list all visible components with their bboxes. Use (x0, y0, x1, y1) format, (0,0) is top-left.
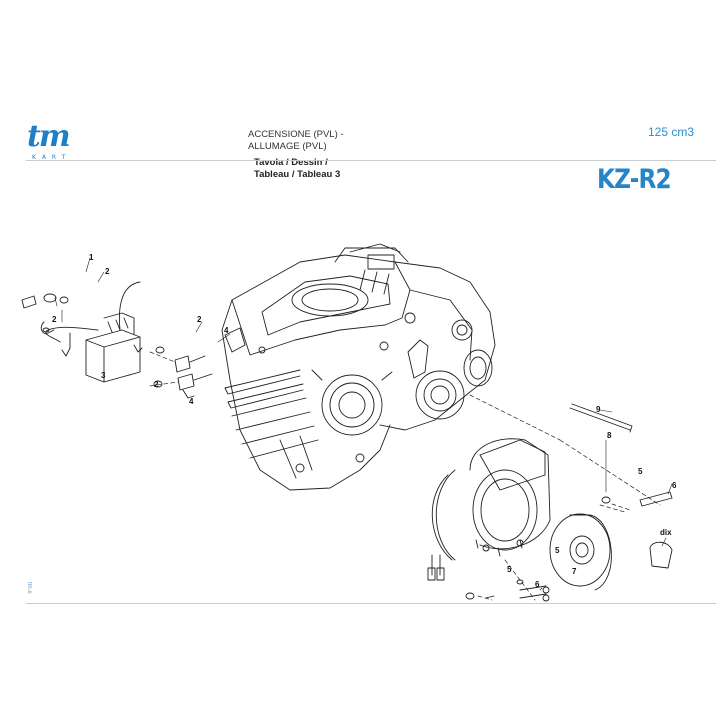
callout-2: 2 (154, 380, 159, 389)
callout-5: 5 (555, 546, 560, 555)
table-subtitle-line1: Tavola / Dessin / (254, 157, 328, 168)
callout-4: 4 (224, 326, 229, 335)
engine-crankcase (221, 243, 496, 491)
callout-7: 7 (572, 567, 577, 576)
callout-2: 2 (52, 315, 57, 324)
table-subtitle-line2: Tableau / Tableau 3 (254, 169, 341, 180)
callout-5: 5 (638, 467, 643, 476)
diagram-title-line2: ALLUMAGE (PVL) (248, 141, 327, 152)
callout-8: 8 (607, 431, 612, 440)
callout-labels: 1 2 2 2 2 3 4 4 5 5 5 6 6 7 8 9 dix (52, 253, 677, 589)
rotor-flywheel (465, 491, 673, 602)
callout-1: 1 (89, 253, 94, 262)
callout-3: 3 (101, 371, 106, 380)
woodruff-key (569, 403, 633, 433)
displacement-label: 125 cm3 (647, 125, 694, 139)
callout-2: 2 (105, 267, 110, 276)
footer-divider (26, 603, 716, 604)
stator-assembly (427, 438, 551, 581)
diagram-title-line1: ACCENSIONE (PVL) - (248, 129, 344, 140)
brand-logo-subtext: KART (32, 154, 72, 161)
brand-logo: tm (27, 119, 71, 154)
fasteners-left (21, 293, 213, 399)
callout-dix: dix (660, 528, 672, 537)
footer-side-mark: tm.e (26, 582, 32, 594)
header-divider (26, 160, 716, 161)
assembly-lines (149, 351, 661, 601)
callout-6: 6 (535, 580, 540, 589)
leader-lines (54, 257, 673, 591)
callout-2: 2 (197, 315, 202, 324)
callout-4: 4 (189, 397, 194, 406)
model-label: KZ-R2 (597, 164, 672, 195)
callout-9: 9 (596, 405, 601, 414)
callout-5: 5 (507, 565, 512, 574)
callout-6: 6 (672, 481, 677, 490)
ignition-coil-module (45, 281, 143, 383)
